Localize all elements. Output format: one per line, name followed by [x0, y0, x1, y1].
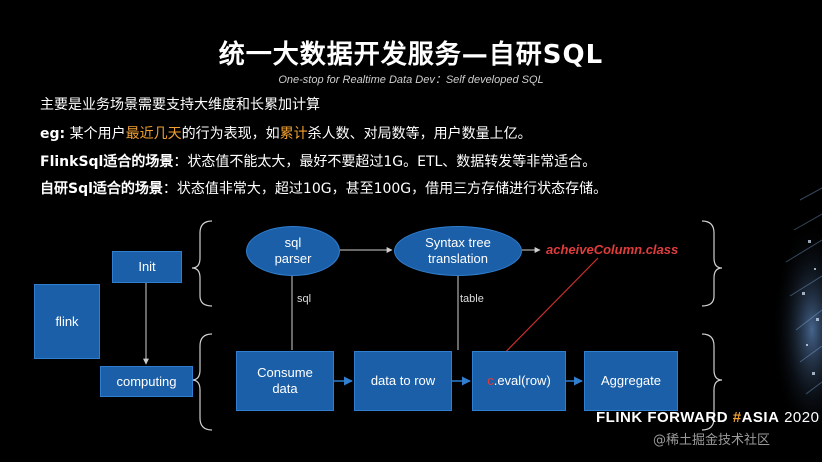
bottom-left-brace — [191, 333, 213, 431]
data-to-row-box: data to row — [354, 351, 452, 411]
aggregate-label: Aggregate — [601, 373, 661, 388]
selfsql-scenario-label: 自研Sql适合的场景 — [40, 181, 163, 197]
brand-year: 2020 — [779, 409, 820, 426]
flink-label: flink — [55, 313, 79, 329]
slide-subtitle: One-stop for Realtime Data Dev：Self deve… — [278, 74, 544, 86]
line4-text: ：状态值非常大，超过10G，甚至100G，借用三方存储进行状态存储。 — [162, 181, 608, 197]
brand-asia: ASIA — [741, 409, 780, 426]
consume-line1: Consume — [257, 365, 313, 380]
syntax-tree-translation-node: Syntax tree translation — [394, 226, 522, 276]
highlight-recent-days: 最近几天 — [125, 126, 182, 142]
sql-parser-node: sql parser — [246, 226, 340, 276]
computing-label: computing — [116, 373, 177, 389]
flink-box: flink — [34, 284, 100, 359]
aggregate-box: Aggregate — [584, 351, 678, 411]
consume-line2: data — [272, 381, 298, 396]
brand-hash: # — [732, 409, 742, 426]
bottom-right-brace — [701, 333, 723, 431]
init-label: Init — [138, 259, 156, 274]
edge-label-table: table — [460, 293, 484, 305]
computing-box: computing — [100, 366, 193, 397]
text-line-1: 主要是业务场景需要支持大维度和长累加计算 — [40, 94, 320, 114]
text-line-2: eg: 某个用户最近几天的行为表现，如累计杀人数、对局数等，用户数量上亿。 — [40, 123, 532, 143]
flinksql-scenario-label: FlinkSql适合的场景 — [40, 154, 174, 170]
acheive-column-class-label: acheiveColumn.class — [546, 242, 679, 257]
consume-data-box: Consume data — [236, 351, 334, 411]
line2-text-b: 的行为表现，如 — [181, 126, 280, 142]
brand-flink-forward: FLINK FORWARD — [596, 409, 729, 426]
data-to-row-label: data to row — [370, 373, 436, 388]
line2-text-c: 杀人数、对局数等，用户数量上亿。 — [307, 126, 532, 142]
text-line-4: 自研Sql适合的场景：状态值非常大，超过10G，甚至100G，借用三方存储进行状… — [40, 178, 607, 198]
flink-forward-asia-logo: FLINK FORWARD #ASIA 2020 — [596, 409, 819, 426]
edge-label-sql: sql — [297, 293, 312, 305]
line1-text: 主要是业务场景需要支持大维度和长累加计算 — [40, 97, 320, 113]
syntax-tree-line2: translation — [428, 251, 488, 266]
highlight-cumulative: 累计 — [279, 126, 308, 142]
eval-label: .eval(row) — [493, 373, 551, 388]
top-left-brace — [191, 220, 213, 307]
top-right-brace — [701, 220, 723, 307]
eval-prefix: c — [487, 373, 494, 388]
line2-text-a: 某个用户 — [65, 126, 126, 142]
syntax-tree-line1: Syntax tree — [425, 235, 491, 250]
sql-parser-line2: parser — [274, 251, 312, 266]
eval-row-box: c.eval(row) — [472, 351, 566, 411]
line3-text: ：状态值不能太大，最好不要超过1G。ETL、数据转发等非常适合。 — [173, 154, 597, 170]
watermark: @稀土掘金技术社区 — [653, 433, 771, 448]
text-line-3: FlinkSql适合的场景：状态值不能太大，最好不要超过1G。ETL、数据转发等… — [40, 151, 596, 171]
eg-label: eg: — [40, 126, 66, 142]
sql-parser-line1: sql — [284, 235, 302, 250]
init-box: Init — [112, 251, 182, 283]
slide-title: 统一大数据开发服务—自研SQL — [218, 40, 604, 70]
